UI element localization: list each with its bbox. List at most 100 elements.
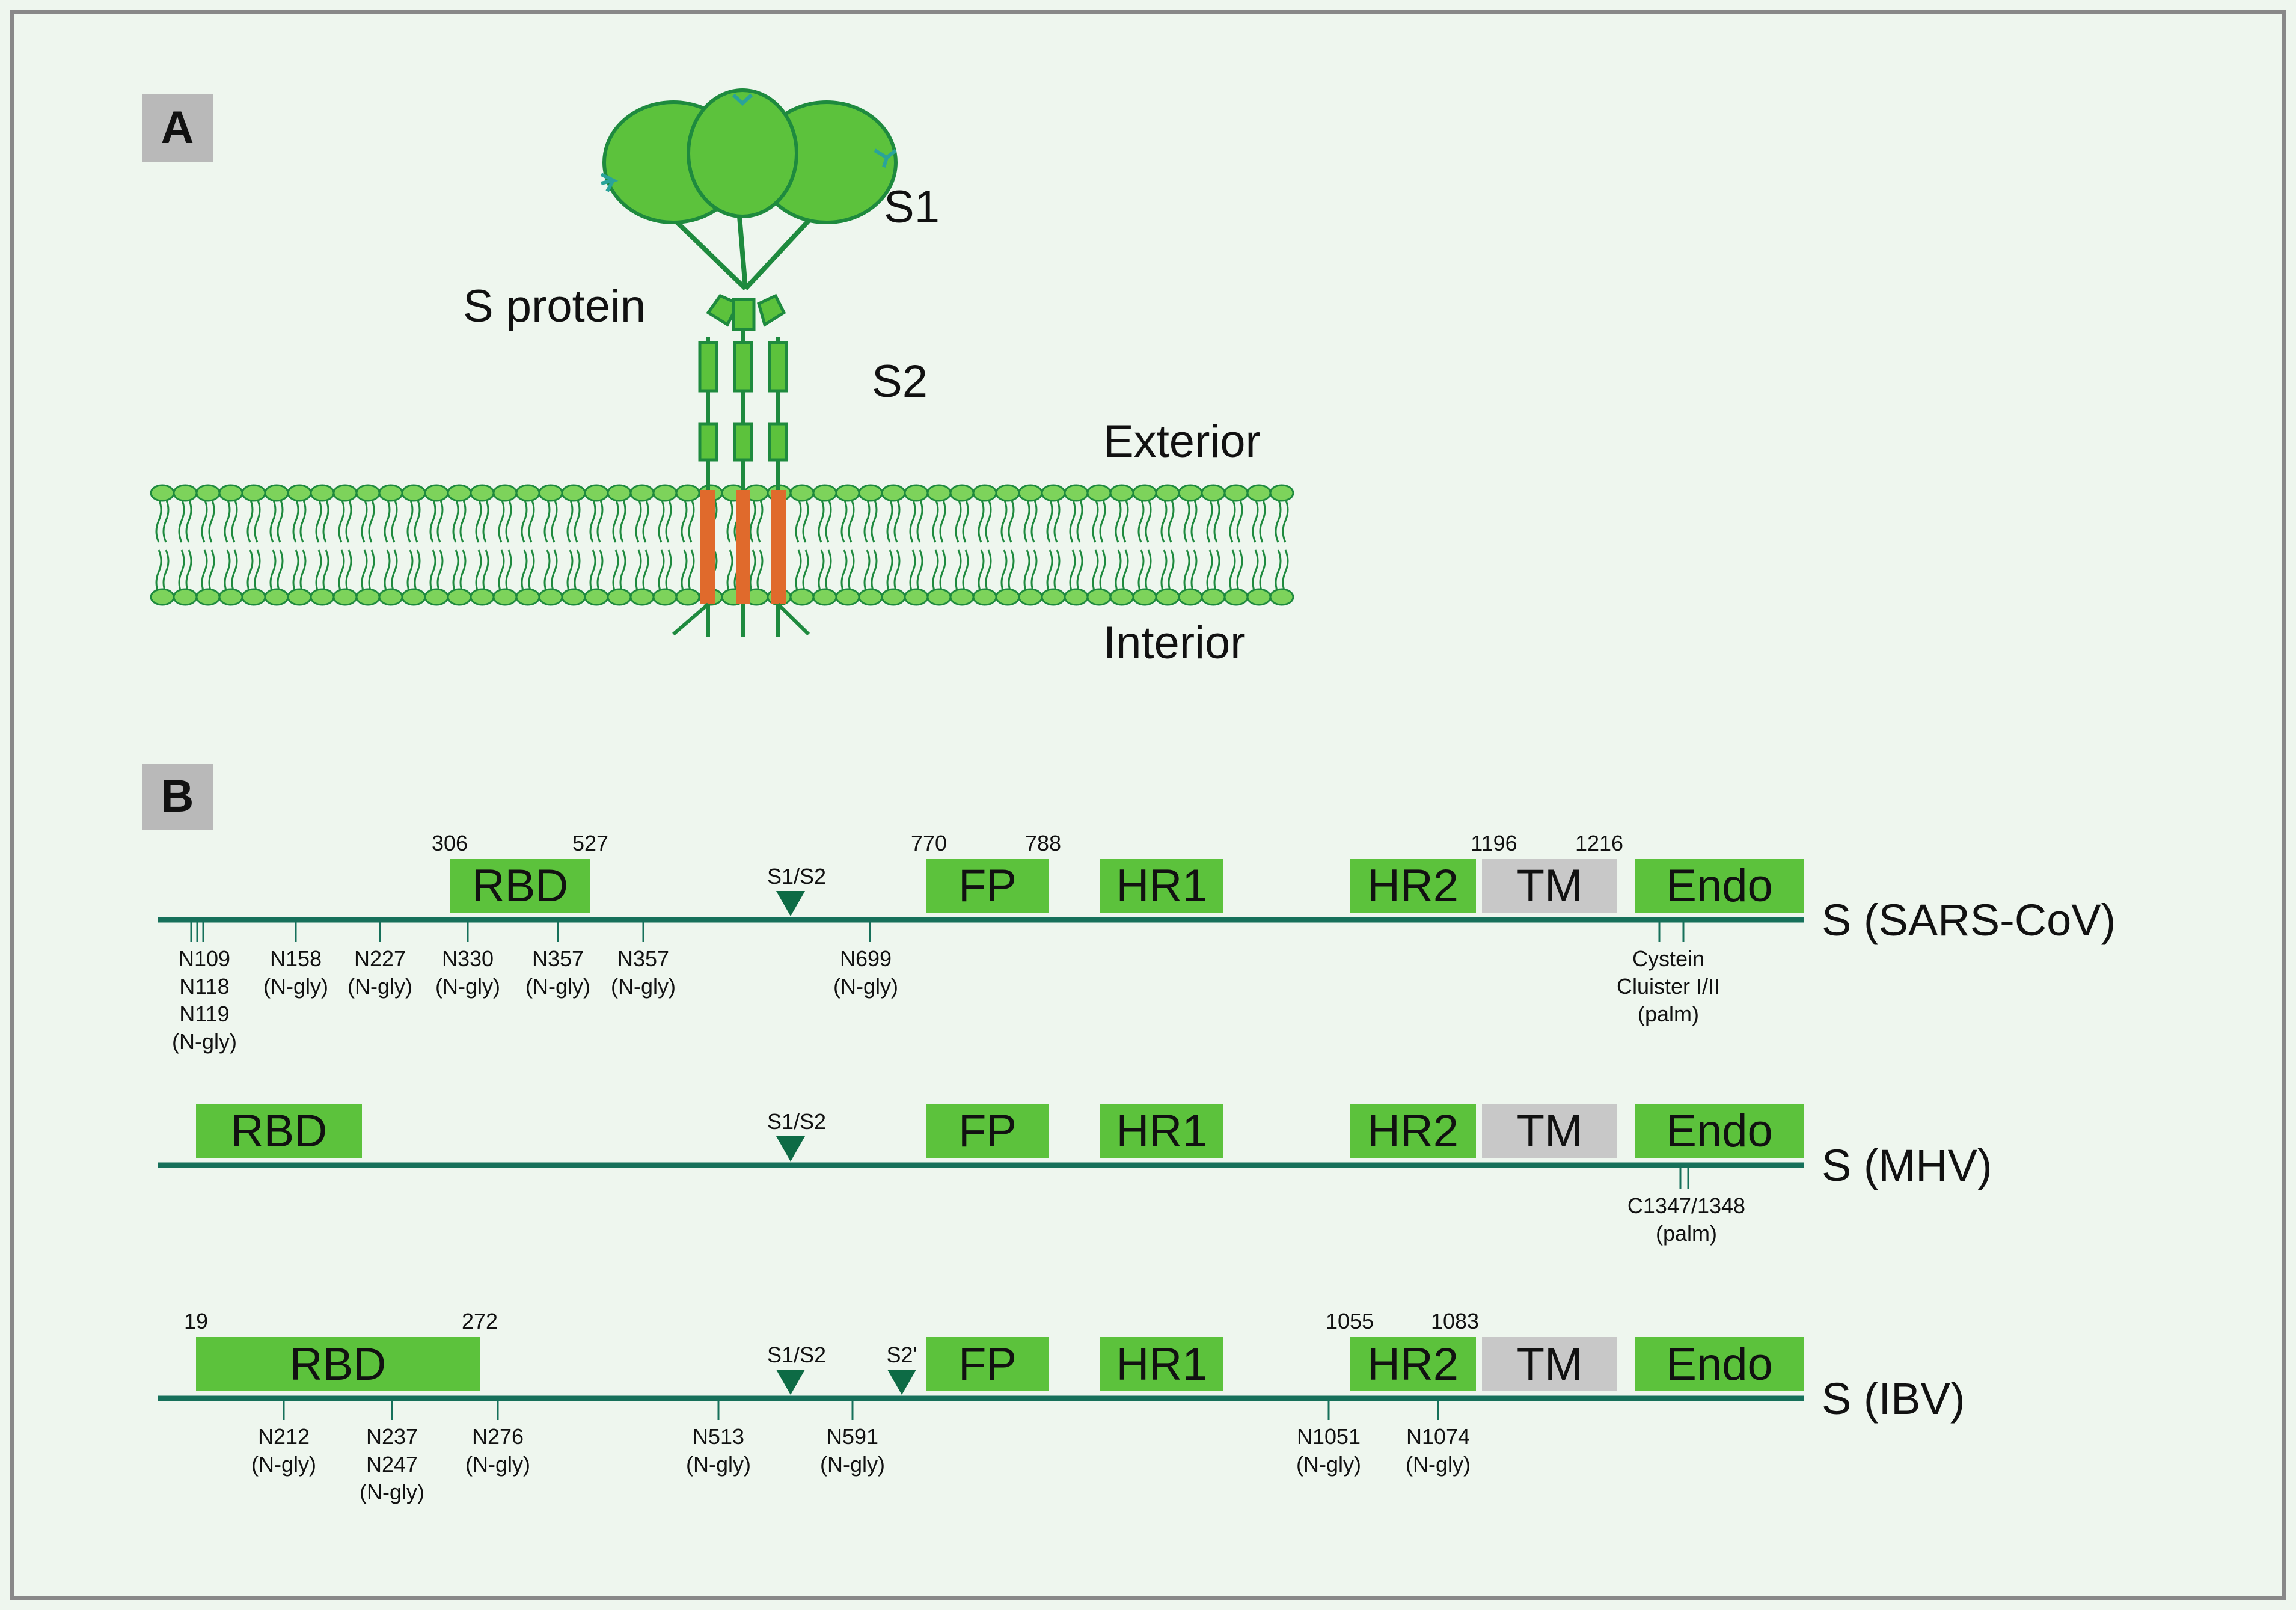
site-label: (N-gly) xyxy=(1406,1452,1471,1477)
lipid-head-outer xyxy=(447,484,472,502)
lipid-tail-upper xyxy=(1190,498,1198,543)
lipid-tail-lower xyxy=(886,549,893,594)
lipid-tail-lower xyxy=(665,549,672,594)
residue-boundary-label: 306 xyxy=(432,831,468,856)
cleavage-site-label: S1/S2 xyxy=(767,1342,826,1367)
domain-box-tm xyxy=(1482,1337,1617,1391)
cleavage-site-marker xyxy=(776,1136,805,1162)
lipid-head-inner xyxy=(355,588,381,606)
lipid-tail-upper xyxy=(574,498,581,543)
lipid-head-outer xyxy=(1086,484,1112,502)
site-label: (palm) xyxy=(1656,1221,1717,1246)
lipid-tail-upper xyxy=(277,498,284,543)
lipid-head-outer xyxy=(812,484,837,502)
lipid-tail-lower xyxy=(178,549,185,594)
lipid-tail-upper xyxy=(1053,498,1061,543)
domain-label-tm: TM xyxy=(1517,1339,1583,1390)
site-label: (palm) xyxy=(1638,1002,1699,1026)
cleavage-site-marker xyxy=(776,1370,805,1395)
lipid-tail-upper xyxy=(642,498,649,543)
lipid-tail-lower xyxy=(406,549,414,594)
lipid-tail-lower xyxy=(589,549,596,594)
lipid-tail-upper xyxy=(1160,498,1168,543)
lipid-head-inner xyxy=(1086,588,1112,606)
tm-helix-left xyxy=(700,490,715,604)
domain-box-endo xyxy=(1635,859,1804,913)
lipid-tail-lower xyxy=(1282,549,1289,594)
lipid-head-inner xyxy=(995,588,1020,606)
lipid-tail-upper xyxy=(224,498,231,543)
lipid-tail-lower xyxy=(909,549,916,594)
lipid-head-outer xyxy=(1041,484,1066,502)
lipid-tail-upper xyxy=(658,498,665,543)
lipid-tail-upper xyxy=(1252,498,1259,543)
lipid-head-outer xyxy=(1109,484,1134,502)
site-label: (N-gly) xyxy=(251,1452,316,1477)
lipid-head-inner xyxy=(675,588,700,606)
lipid-tail-upper xyxy=(1046,498,1053,543)
site-label: (N-gly) xyxy=(820,1452,885,1477)
lipid-tail-lower xyxy=(1000,549,1008,594)
lipid-head-outer xyxy=(470,484,495,502)
domain-box-hr2 xyxy=(1350,1104,1476,1158)
lipid-tail-lower xyxy=(345,549,352,594)
lipid-tail-upper xyxy=(962,498,969,543)
lipid-tail-upper xyxy=(208,498,215,543)
lipid-head-outer xyxy=(972,484,997,502)
lipid-tail-upper xyxy=(361,498,368,543)
lipid-tail-upper xyxy=(201,498,208,543)
lipid-tail-upper xyxy=(596,498,604,543)
lipid-tail-upper xyxy=(749,498,756,543)
domain-box-fp xyxy=(926,859,1049,913)
domain-label-hr1: HR1 xyxy=(1116,860,1207,911)
domain-box-rbd xyxy=(450,859,590,913)
lipid-tail-lower xyxy=(292,549,299,594)
lipid-tail-upper xyxy=(802,498,809,543)
lipid-tail-lower xyxy=(231,549,238,594)
domain-label-endo: Endo xyxy=(1666,860,1773,911)
lipid-head-outer xyxy=(1223,484,1249,502)
lipid-tail-lower xyxy=(429,549,436,594)
lipid-head-outer xyxy=(538,484,563,502)
lipid-tail-upper xyxy=(292,498,299,543)
site-label: N237 xyxy=(366,1424,418,1449)
glycan-top xyxy=(732,93,753,106)
domain-label-endo: Endo xyxy=(1666,1106,1773,1157)
site-label: N118 xyxy=(179,974,229,999)
lipid-tail-lower xyxy=(322,549,329,594)
lipid-tail-upper xyxy=(726,498,733,543)
site-label: N109 xyxy=(179,946,230,971)
lipid-head-outer xyxy=(264,484,289,502)
lipid-head-outer xyxy=(332,484,358,502)
domain-box-endo xyxy=(1635,1104,1804,1158)
lipid-tail-upper xyxy=(795,498,802,543)
lipid-head-inner xyxy=(1223,588,1249,606)
domain-label-endo: Endo xyxy=(1666,1339,1773,1390)
lipid-head-inner xyxy=(264,588,289,606)
lipid-tail-lower xyxy=(224,549,231,594)
lipid-head-inner xyxy=(1178,588,1203,606)
lipid-tail-lower xyxy=(338,549,345,594)
lipid-head-outer xyxy=(173,484,198,502)
lipid-head-outer xyxy=(515,484,540,502)
lipid-tail-upper xyxy=(384,498,391,543)
lipid-tail-upper xyxy=(436,498,444,543)
lipid-tail-upper xyxy=(345,498,352,543)
lipid-head-inner xyxy=(401,588,426,606)
lipid-tail-lower xyxy=(452,549,459,594)
lipid-head-outer xyxy=(652,484,678,502)
lipid-head-outer xyxy=(310,484,335,502)
site-label: N591 xyxy=(827,1424,878,1449)
lipid-head-inner xyxy=(1269,588,1294,606)
lipid-head-outer xyxy=(150,484,175,502)
lipid-tail-lower xyxy=(1229,549,1236,594)
lipid-tail-upper xyxy=(185,498,192,543)
lipid-head-outer xyxy=(355,484,381,502)
domain-box-rbd xyxy=(196,1337,480,1391)
lipid-tail-lower xyxy=(635,549,642,594)
